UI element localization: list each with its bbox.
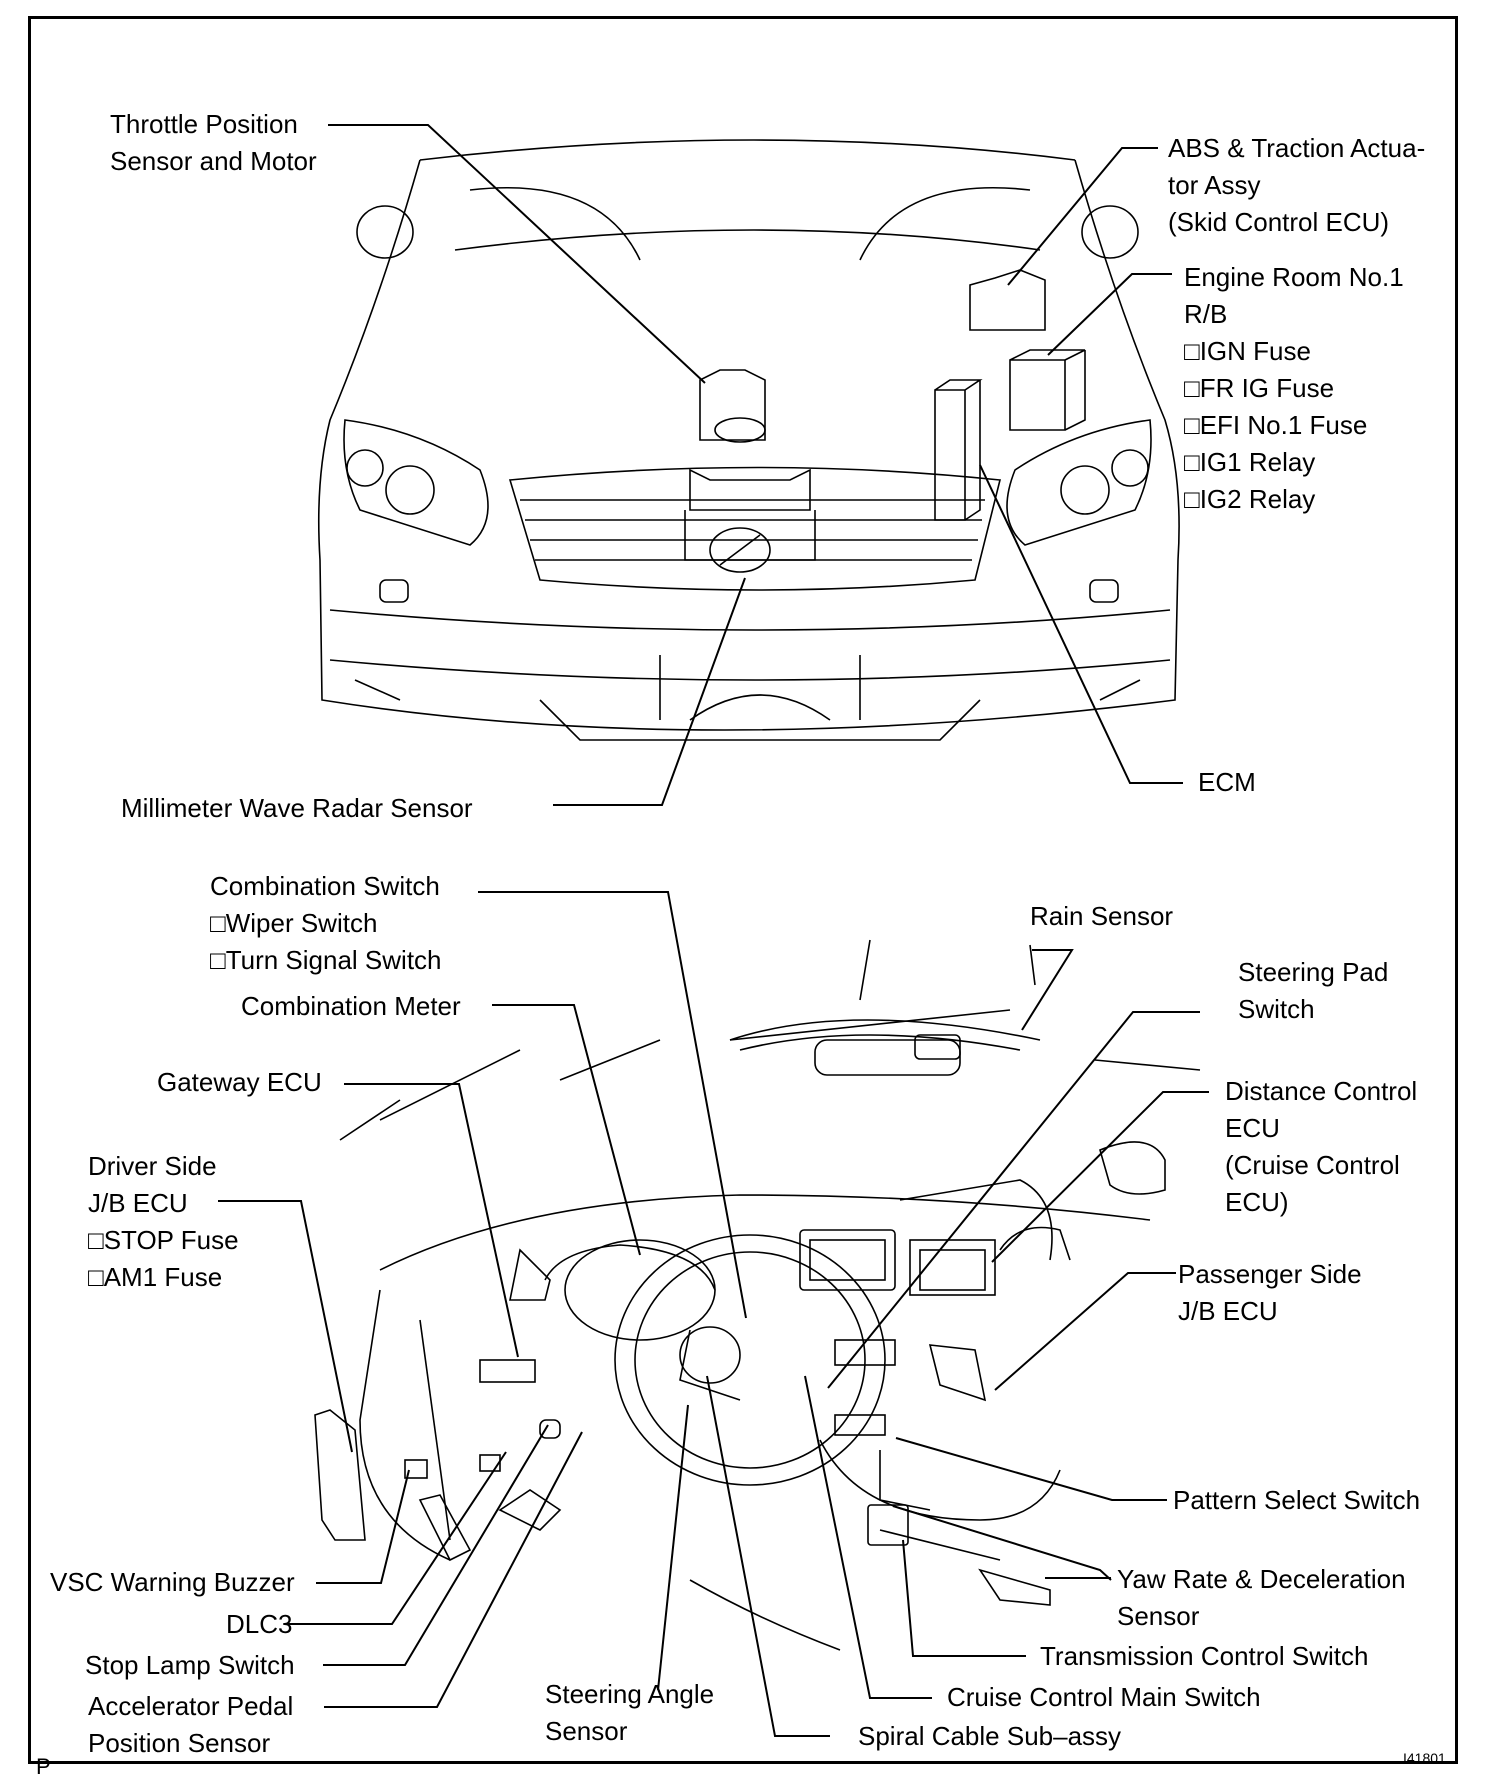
label-abs-traction-actuator: ABS & Traction Actua-tor Assy(Skid Contr… [1168,133,1426,237]
label-stop-lamp-switch: Stop Lamp Switch [85,1650,295,1680]
figure-id: I41801 [1403,1750,1446,1766]
vehicle-front-drawing [317,139,1180,741]
label-spiral-cable: Spiral Cable Sub–assy [858,1721,1122,1751]
vehicle-interior-drawing [314,939,1201,1651]
label-rain-sensor: Rain Sensor [1030,901,1174,931]
label-ecm: ECM [1198,767,1256,797]
label-cruise-control-main-switch: Cruise Control Main Switch [947,1682,1261,1712]
label-gateway-ecu: Gateway ECU [157,1067,322,1097]
label-millimeter-wave-radar: Millimeter Wave Radar Sensor [121,793,473,823]
label-transmission-control-switch: Transmission Control Switch [1040,1641,1369,1671]
corner-mark: P [36,1754,51,1779]
diagram-frame [28,16,1458,1764]
label-combination-meter: Combination Meter [241,991,461,1021]
label-combination-switch: Combination Switch□Wiper Switch□Turn Sig… [210,871,442,975]
label-pattern-select-switch: Pattern Select Switch [1173,1485,1421,1515]
leader-lines [218,124,1209,1737]
label-dlc3: DLC3 [226,1609,293,1639]
label-vsc-warning-buzzer: VSC Warning Buzzer [50,1567,295,1597]
